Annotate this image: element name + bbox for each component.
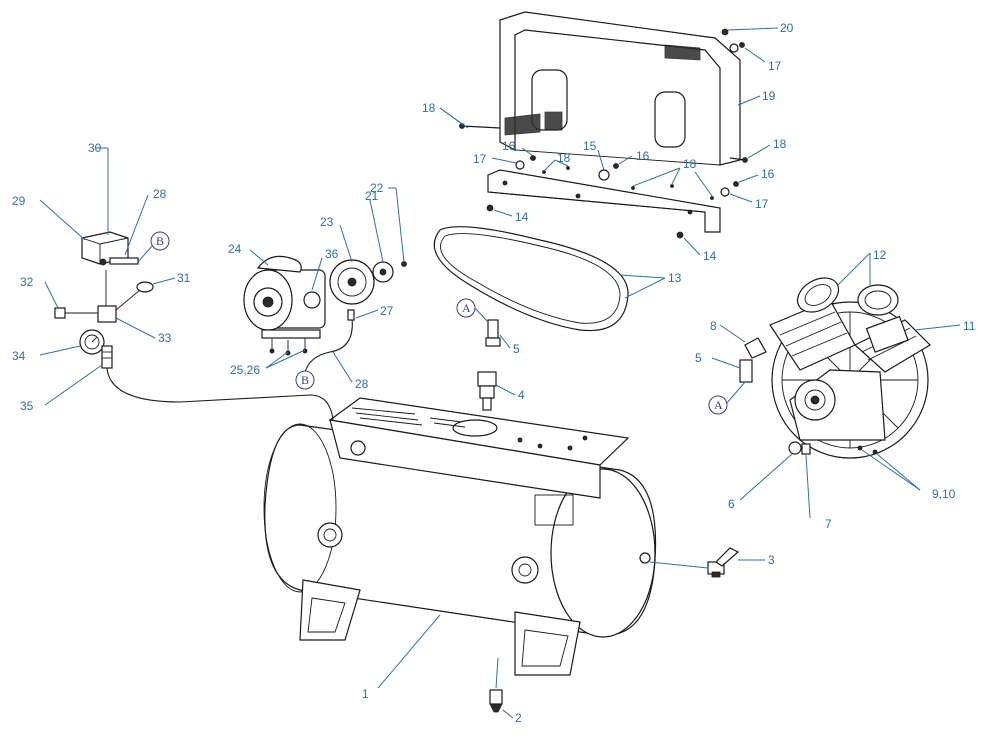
callout-5-center: 5 (513, 342, 520, 356)
callout-23: 23 (320, 215, 334, 229)
callout-18-mid: 18 (557, 151, 571, 165)
callout-12: 12 (873, 248, 887, 262)
motor-mount-bolts (269, 338, 308, 356)
belt-guard (499, 11, 741, 166)
callout-5-right: 5 (695, 351, 702, 365)
compressor-pump (769, 299, 931, 459)
callout-18-right: 18 (773, 137, 787, 151)
svg-text:A: A (462, 301, 471, 315)
callout-6: 6 (728, 497, 735, 511)
callout-34: 34 (12, 349, 26, 363)
callout-29: 29 (12, 194, 26, 208)
air-filter-right (857, 284, 899, 316)
callout-16-mid: 16 (636, 149, 650, 163)
tank-nipple (101, 345, 113, 369)
unloader-fitting (136, 281, 154, 293)
svg-text:B: B (156, 234, 164, 248)
guard-screw-top (721, 28, 745, 53)
callout-33: 33 (158, 331, 172, 345)
pulley-hub (372, 261, 394, 283)
v-belt (433, 226, 629, 332)
callout-1: 1 (362, 687, 369, 701)
svg-text:B: B (301, 373, 309, 387)
callout-22: 22 (370, 181, 384, 195)
callout-30: 30 (88, 141, 102, 155)
tank-foot-left (299, 579, 361, 641)
air-filter-left (796, 277, 840, 313)
pump-drain-plug (788, 441, 878, 455)
electric-motor (243, 255, 326, 339)
callout-16-right: 16 (761, 167, 775, 181)
pressure-switch (81, 231, 139, 266)
guard-screw-right (729, 157, 748, 163)
callout-19: 19 (762, 89, 776, 103)
callout-18-left: 18 (422, 101, 436, 115)
callout-20: 20 (780, 21, 794, 35)
tank-platform (328, 397, 630, 499)
set-screw (401, 261, 407, 267)
callout-14-right: 14 (703, 249, 717, 263)
nut-14-left (486, 204, 494, 212)
check-valve (477, 371, 497, 411)
callout-25-26: 25,26 (230, 363, 260, 377)
pressure-gauge (79, 329, 105, 355)
ref-b-motor (295, 370, 315, 390)
callout-3: 3 (768, 553, 775, 567)
callout-31: 31 (177, 271, 191, 285)
ref-b-switch (150, 231, 170, 251)
callout-11: 11 (963, 319, 976, 333)
callout-18-bracket: 18 (683, 157, 697, 171)
tube-fitting-center (485, 319, 501, 347)
callout-28-top: 28 (153, 187, 167, 201)
callout-7: 7 (825, 517, 832, 531)
ref-a-pump (708, 395, 728, 415)
callout-17-left: 17 (473, 152, 487, 166)
motor-cord (304, 309, 355, 373)
bracket-hardware (515, 155, 739, 200)
svg-text:A: A (714, 398, 723, 412)
callout-32: 32 (20, 275, 34, 289)
callout-13: 13 (668, 271, 682, 285)
callout-36: 36 (325, 247, 339, 261)
safety-valve (707, 547, 740, 578)
callout-15: 15 (583, 139, 597, 153)
nut-14-right (676, 231, 684, 239)
callout-24: 24 (228, 242, 242, 256)
tank-label-plate (534, 494, 574, 526)
callout-21: 21 (365, 189, 379, 203)
drain-valve (489, 689, 503, 713)
tank-connection-line (106, 367, 334, 421)
callout-16-left: 16 (502, 139, 516, 153)
callout-28-bottom: 28 (355, 377, 369, 391)
callout-17-top: 17 (768, 59, 782, 73)
tank-port-right (511, 556, 539, 584)
callout-35: 35 (20, 399, 34, 413)
tank-foot-right (514, 611, 581, 676)
callout-17-right: 17 (755, 197, 769, 211)
tank-port-left (317, 522, 343, 548)
callout-27: 27 (380, 304, 394, 318)
callout-2: 2 (515, 711, 522, 725)
callout-4: 4 (518, 388, 525, 402)
pump-outlet-elbow (739, 337, 767, 383)
motor-pulley (329, 259, 375, 305)
guard-bracket (487, 169, 721, 233)
manifold-cross (54, 270, 141, 323)
callout-9-10: 9,10 (932, 487, 956, 501)
callout-8: 8 (710, 319, 717, 333)
callout-14-left: 14 (515, 210, 529, 224)
